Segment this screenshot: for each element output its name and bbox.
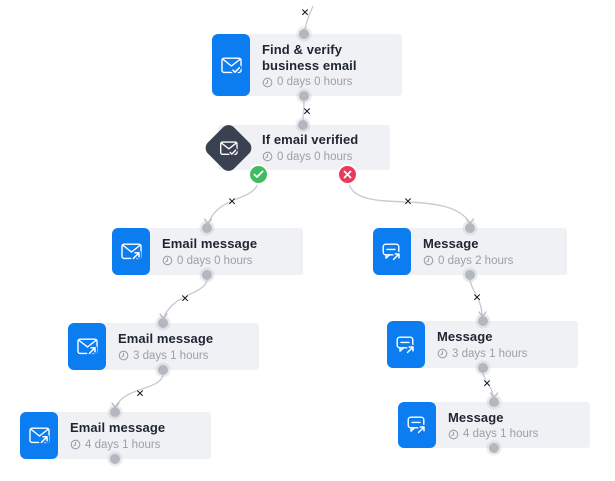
step-card-email-message-3[interactable]: Email message 4 days 1 hours <box>20 412 211 459</box>
step-delay-text: 3 days 1 hours <box>452 347 528 360</box>
step-delay: 4 days 1 hours <box>70 439 203 451</box>
delete-step-button-message3[interactable]: ✕ <box>482 377 492 390</box>
delete-step-button-message2[interactable]: ✕ <box>472 291 482 304</box>
port-message2-top <box>478 316 488 326</box>
step-title: Email message <box>70 420 166 436</box>
clock-icon <box>70 440 81 450</box>
delete-step-button-condition[interactable]: ✕ <box>302 105 312 118</box>
envelope-send-icon <box>68 323 106 370</box>
port-root-top <box>299 29 309 39</box>
port-message1-top <box>465 223 475 233</box>
port-message3-top <box>489 397 499 407</box>
step-body: Email message 0 days 0 hours <box>145 228 303 275</box>
step-card-find-verify-email[interactable]: Find & verify business email 0 days 0 ho… <box>212 34 402 96</box>
step-title: Message <box>423 236 479 252</box>
delete-step-button-email2[interactable]: ✕ <box>180 292 190 305</box>
connector-yes-branch <box>208 182 259 223</box>
connector-message1-message2 <box>469 279 483 316</box>
step-title: Message <box>437 329 493 345</box>
step-body: Email message 4 days 1 hours <box>53 412 211 459</box>
connector-root-to-condition <box>302 100 305 121</box>
envelope-check-icon <box>212 34 250 96</box>
cross-icon <box>343 170 352 179</box>
step-body: Message 4 days 1 hours <box>431 402 590 448</box>
clock-icon <box>262 152 273 162</box>
port-email3-bottom <box>110 454 120 464</box>
check-icon <box>253 170 264 178</box>
condition-no-badge <box>339 166 356 183</box>
clock-icon <box>448 429 459 440</box>
step-title: Message <box>448 409 504 425</box>
connector-email2-email3 <box>115 374 164 407</box>
delete-step-button-message1[interactable]: ✕ <box>403 195 413 208</box>
port-message1-bottom <box>465 270 475 280</box>
step-body: Find & verify business email 0 days 0 ho… <box>245 34 402 96</box>
step-body: Email message 3 days 1 hours <box>101 323 259 370</box>
port-email2-bottom <box>158 365 168 375</box>
step-delay: 3 days 1 hours <box>118 350 251 362</box>
step-card-message-3[interactable]: Message 4 days 1 hours <box>398 402 590 448</box>
step-body: Message 0 days 2 hours <box>406 228 567 275</box>
step-delay: 0 days 2 hours <box>423 255 559 267</box>
connector-email1-email2 <box>163 279 208 318</box>
step-title: Email message <box>118 331 214 347</box>
step-delay: 3 days 1 hours <box>437 348 570 360</box>
chat-send-icon <box>373 228 411 275</box>
port-condition-top <box>298 120 308 130</box>
connector-message2-message3 <box>482 372 494 397</box>
connector-incoming-root <box>304 5 314 31</box>
clock-icon <box>162 256 173 266</box>
step-delay: 0 days 0 hours <box>262 151 382 163</box>
clock-icon <box>423 256 434 266</box>
port-email1-top <box>202 223 212 233</box>
step-card-if-email-verified[interactable]: If email verified 0 days 0 hours <box>202 121 390 174</box>
port-root-bottom <box>299 91 309 101</box>
step-delay-text: 0 days 0 hours <box>277 76 353 89</box>
chat-send-icon <box>398 402 436 448</box>
port-message2-bottom <box>478 363 488 373</box>
step-delay: 0 days 0 hours <box>262 76 394 88</box>
envelope-send-icon <box>112 228 150 275</box>
step-delay-text: 0 days 0 hours <box>177 254 253 267</box>
condition-yes-badge <box>250 166 267 183</box>
step-delay-text: 4 days 1 hours <box>85 438 161 451</box>
port-email1-bottom <box>202 270 212 280</box>
step-body: Message 3 days 1 hours <box>420 321 578 368</box>
step-card-message-2[interactable]: Message 3 days 1 hours <box>387 321 578 368</box>
clock-icon <box>118 351 129 361</box>
step-delay-text: 3 days 1 hours <box>133 349 209 362</box>
port-email2-top <box>158 318 168 328</box>
clock-icon <box>262 77 273 88</box>
delete-step-button-root[interactable]: ✕ <box>300 6 310 19</box>
envelope-check-diamond-icon <box>202 121 255 174</box>
step-card-email-message-2[interactable]: Email message 3 days 1 hours <box>68 323 259 370</box>
delete-step-button-email3[interactable]: ✕ <box>135 387 145 400</box>
step-card-message-1[interactable]: Message 0 days 2 hours <box>373 228 567 275</box>
step-delay-text: 4 days 1 hours <box>463 428 539 441</box>
step-card-email-message-1[interactable]: Email message 0 days 0 hours <box>112 228 303 275</box>
envelope-send-icon <box>20 412 58 459</box>
step-delay-text: 0 days 2 hours <box>438 254 514 267</box>
delete-step-button-email1[interactable]: ✕ <box>227 195 237 208</box>
port-email3-top <box>110 407 120 417</box>
chat-send-icon <box>387 321 425 368</box>
step-title: Find & verify business email <box>262 41 357 73</box>
port-message3-bottom <box>489 443 499 453</box>
step-delay-text: 0 days 0 hours <box>277 150 353 163</box>
step-title: If email verified <box>262 132 359 148</box>
step-delay: 4 days 1 hours <box>448 428 582 440</box>
connector-no-branch <box>348 182 470 223</box>
step-title: Email message <box>162 236 258 252</box>
step-delay: 0 days 0 hours <box>162 255 295 267</box>
clock-icon <box>437 349 448 359</box>
